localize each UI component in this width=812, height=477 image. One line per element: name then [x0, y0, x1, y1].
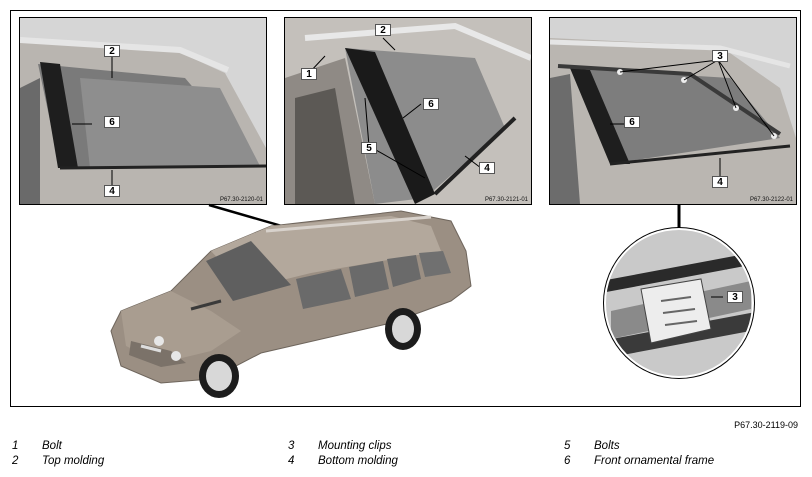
callout-front-ornamental-frame: 6 — [624, 116, 640, 128]
legend-text: Mounting clips — [318, 440, 392, 452]
legend-text: Bolts — [594, 440, 620, 452]
callout-front-ornamental-frame: 6 — [423, 98, 439, 110]
legend-num: 1 — [12, 440, 19, 452]
panel-code: P67.30-2121-01 — [484, 197, 528, 203]
legend-text: Top molding — [42, 455, 105, 467]
callout-mounting-clips: 3 — [712, 50, 728, 62]
callout-top-molding: 2 — [104, 45, 120, 57]
callout-mounting-clips-detail: 3 — [727, 291, 743, 303]
legend-num: 4 — [288, 455, 295, 467]
legend-text: Bolt — [42, 440, 62, 452]
legend-num: 3 — [288, 440, 295, 452]
legend-num: 2 — [12, 455, 19, 467]
illustration-frame: 2 6 4 P67.30-2120-01 2 1 6 5 4 P67.30-21… — [10, 10, 801, 407]
callout-bolts: 5 — [361, 142, 377, 154]
station-wagon-car — [110, 210, 472, 398]
detail-panel-right: 3 6 4 P67.30-2122-01 — [549, 17, 797, 205]
legend-text: Bottom molding — [318, 455, 398, 467]
legend-num: 6 — [564, 455, 571, 467]
panel-code: P67.30-2120-01 — [219, 197, 263, 203]
car-illustration — [110, 203, 755, 398]
mounting-clip-detail — [603, 227, 755, 379]
callout-bottom-molding: 4 — [479, 162, 495, 174]
callout-bolt: 1 — [301, 68, 317, 80]
legend-text: Front ornamental frame — [594, 455, 715, 467]
callout-bottom-molding: 4 — [104, 185, 120, 197]
panel-right-drawing — [550, 18, 796, 204]
panel-left-drawing — [20, 18, 266, 204]
detail-panel-left: 2 6 4 P67.30-2120-01 — [19, 17, 267, 205]
callout-front-ornamental-frame: 6 — [104, 116, 120, 128]
panel-code: P67.30-2122-01 — [749, 197, 793, 203]
callout-top-molding: 2 — [375, 24, 391, 36]
callout-bottom-molding: 4 — [712, 176, 728, 188]
legend-num: 5 — [564, 440, 571, 452]
detail-panel-center: 2 1 6 5 4 P67.30-2121-01 — [284, 17, 532, 205]
figure-id: P67.30-2119-09 — [734, 420, 798, 430]
